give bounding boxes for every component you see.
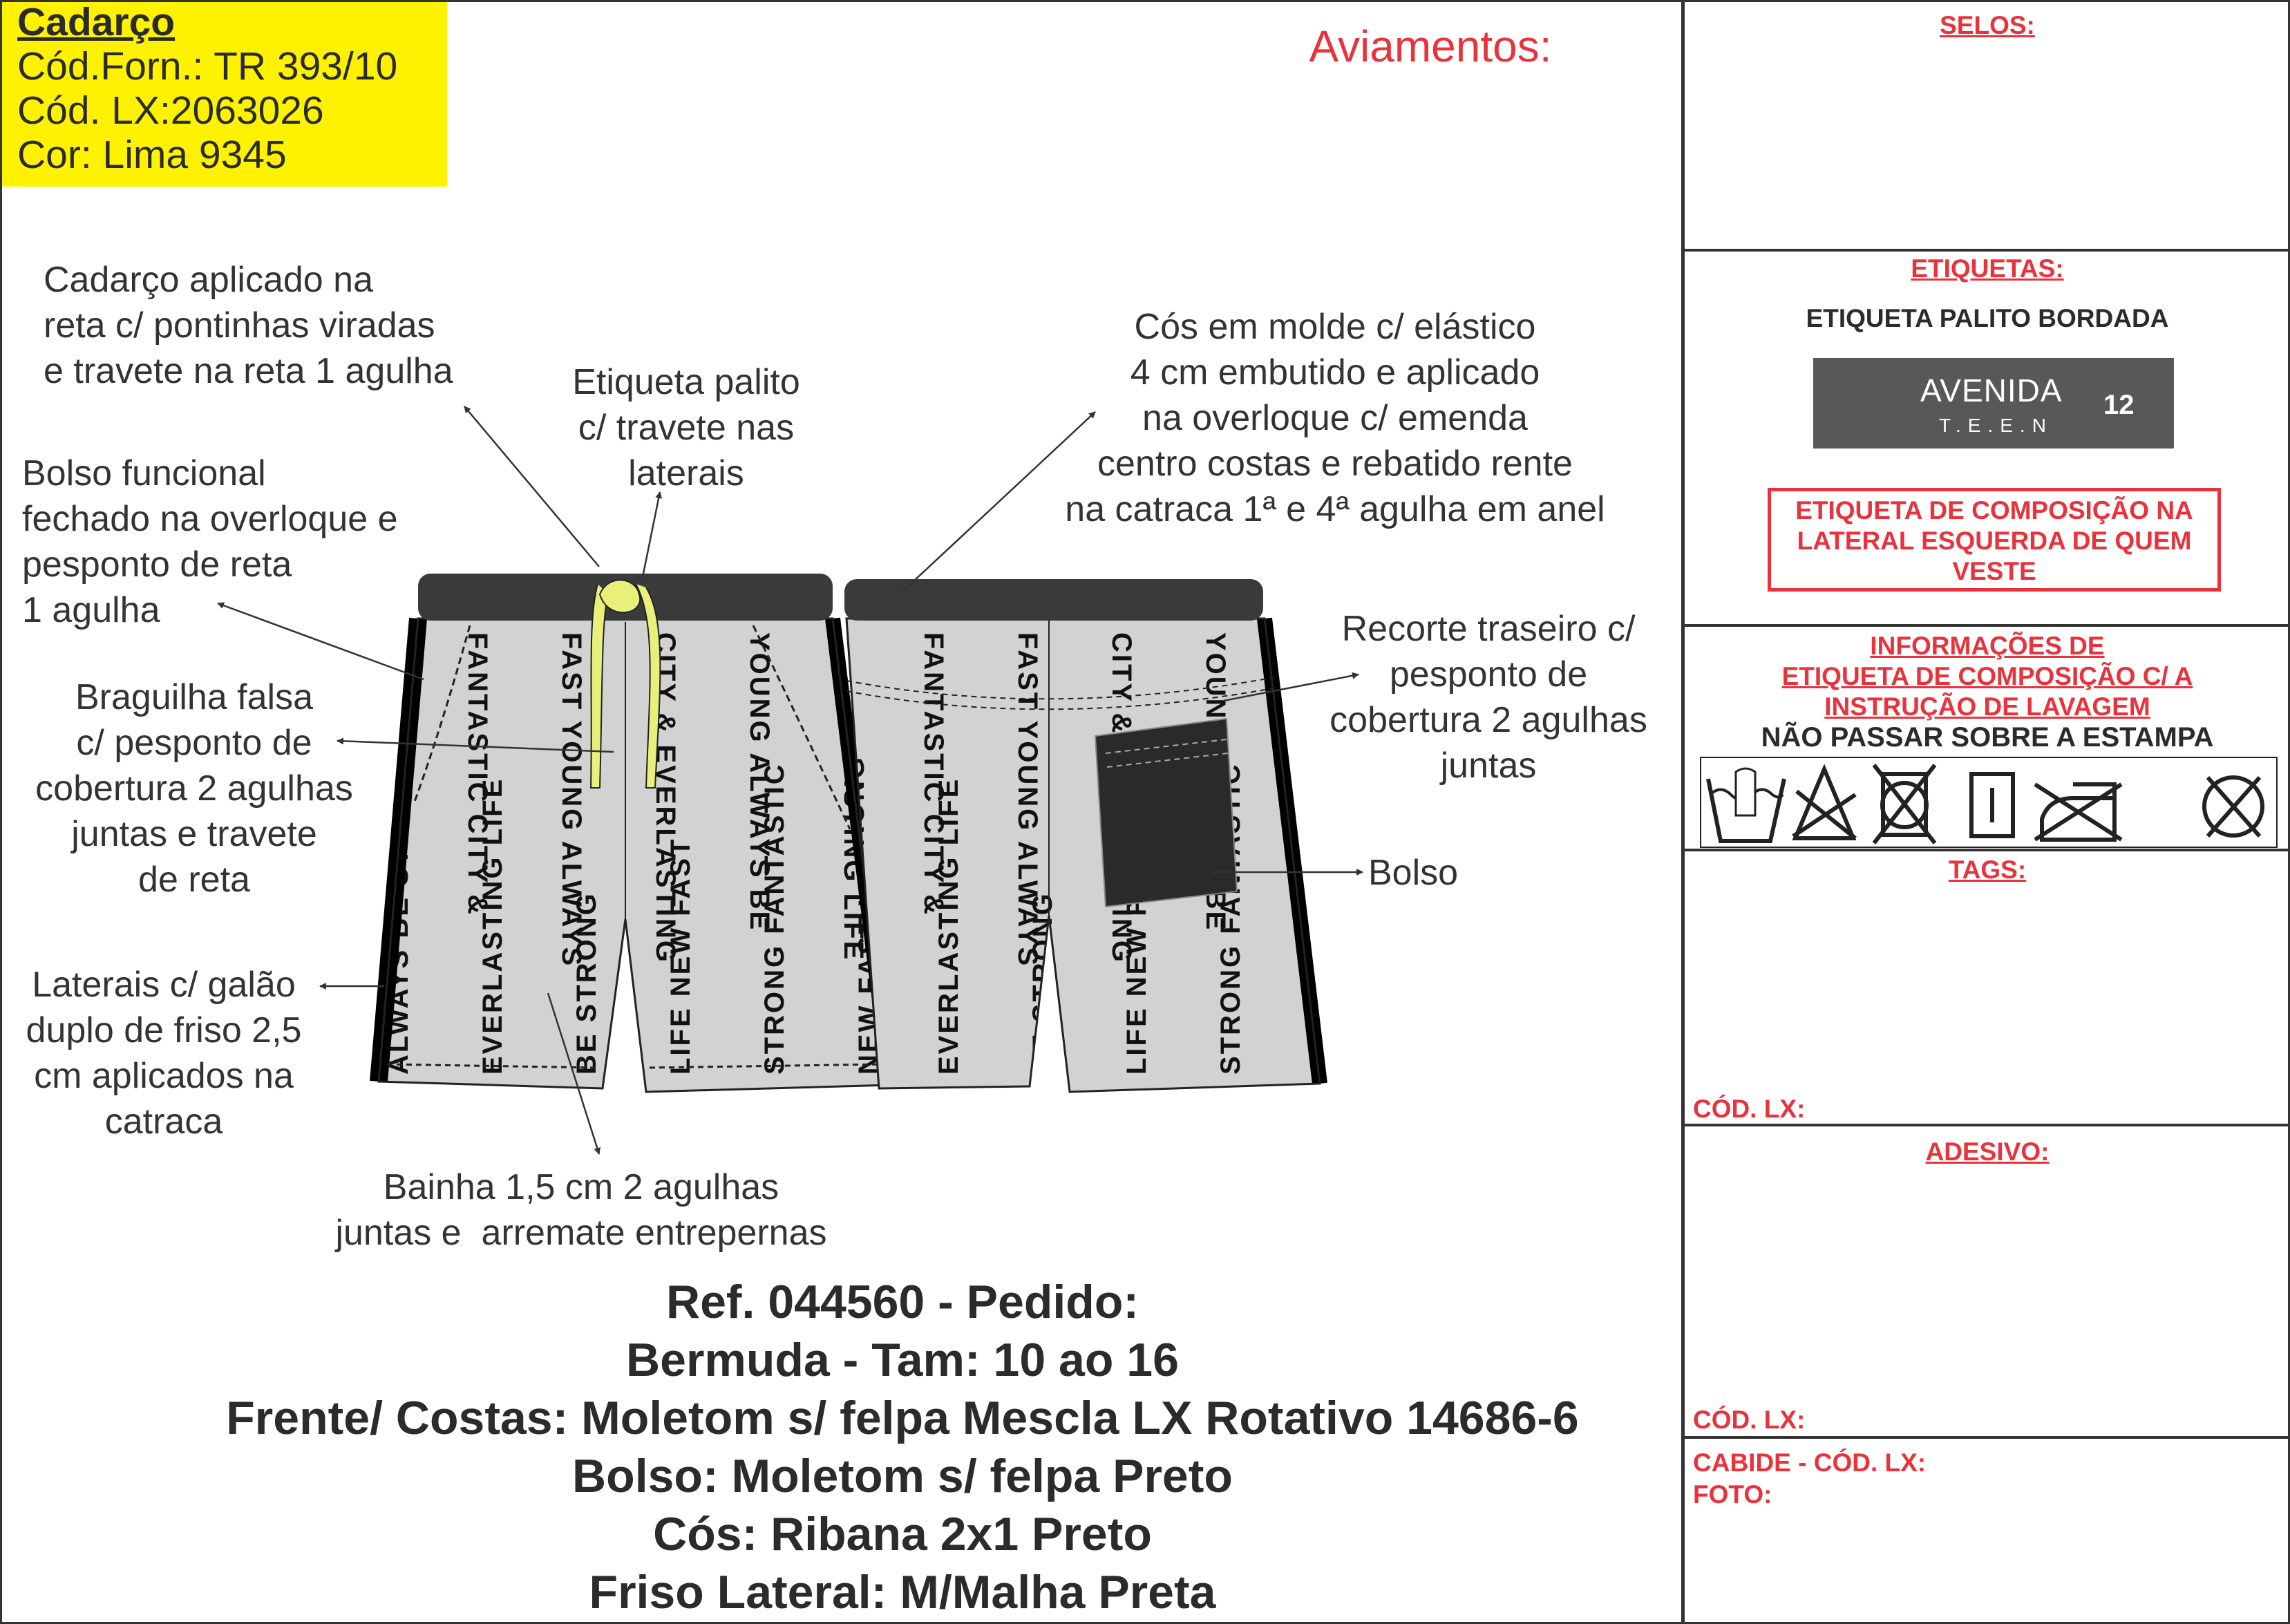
spec-block: Ref. 044560 - Pedido: Bermuda - Tam: 10 … [226,1273,1578,1621]
callout-arrows [217,406,1363,1155]
no-tumble-dry-icon [1872,764,1937,844]
print-text: FAST YOUNG ALWAYS [1012,632,1043,967]
arrow [902,411,1096,592]
spec-ref: Ref. 044560 - Pedido: [665,1276,1139,1328]
brand-size: 12 [2103,390,2135,420]
brand-label: AVENIDA T.E.E.N 12 [1813,358,2174,449]
aviamento-line: Cor: Lima 9345 [17,133,287,177]
drawstring [589,583,661,789]
info-section: INFORMAÇÕES DE ETIQUETA DE COMPOSIÇÃO C/… [1685,627,2290,851]
back-waistband [844,579,1263,621]
aviamento-line: Cód. LX:2063026 [17,88,324,133]
cabide-cod-lx: CABIDE - CÓD. LX: [1693,1448,1927,1477]
adesivo-cod-lx: CÓD. LX: [1693,1406,1806,1434]
arrow [641,491,663,578]
print-text: EVERLASTING LIFE [934,777,964,1075]
note-etiqueta-palito: Etiqueta palito c/ travete nas laterais [572,362,800,493]
info-line: INFORMAÇÕES DE [1870,632,2105,660]
tags-section: TAGS: CÓD. LX: [1685,851,2290,1126]
selos-section: SELOS: [1685,0,2290,252]
aviamentos-title: Aviamentos: [1309,21,1552,71]
etiqueta-type: ETIQUETA PALITO BORDADA [1806,304,2169,332]
note-cos: Cós em molde c/ elástico 4 cm embutido e… [1065,307,1605,529]
arrow [217,602,424,681]
tags-heading: TAGS: [1948,856,2027,884]
print-text: EVERLASTING LIFE [477,777,508,1075]
composicao-aviso: ETIQUETA DE COMPOSIÇÃO NA LATERAL ESQUER… [1768,488,2221,592]
print-text: BE STRONG [1028,891,1058,1075]
spec-pocket: Bolso: Moletom s/ felpa Preto [572,1450,1233,1502]
print-text: LIFE NEW FAST [665,838,696,1075]
print-text: FANTASTIC CITY & [462,632,493,916]
print-text: STRONG FANTASTIC [759,762,790,1075]
no-iron-icon [2034,782,2123,842]
brand-sub: T.E.E.N [1939,415,2053,436]
note-braguilha: Braguilha falsa c/ pesponto de cobertura… [35,677,353,900]
aviamentos-box: Cadarço Cód.Forn.: TR 393/10 Cód. LX:206… [0,0,447,187]
note-recorte: Recorte traseiro c/ pesponto de cobertur… [1329,609,1647,786]
arrow [337,737,614,753]
print-text: YOUNG ALWAYS BE [744,632,775,932]
adesivo-section: ADESIVO: CÓD. LX: [1685,1126,2290,1439]
info-line: INSTRUÇÃO DE LAVAGEM [1824,692,2150,721]
note-bolso-funcional: Bolso funcional fechado na overloque e p… [22,453,398,630]
no-bleach-icon [1792,764,1857,840]
spec-fabric: Frente/ Costas: Moletom s/ felpa Mescla … [226,1392,1579,1444]
note-bainha: Bainha 1,5 cm 2 agulhas juntas e arremat… [335,1167,827,1253]
spec-side-stripe: Friso Lateral: M/Malha Preta [589,1566,1216,1618]
etiquetas-section: ETIQUETAS: ETIQUETA PALITO BORDADA AVENI… [1685,252,2290,627]
arrow [464,406,600,567]
print-text: FANTASTIC CITY & [918,632,949,916]
print-text: FAST YOUNG ALWAYS [556,632,587,967]
nao-passar-text: NÃO PASSAR SOBRE A ESTAMPA [1761,722,2214,753]
back-pocket [1094,717,1238,908]
aviamento-line: Cód.Forn.: TR 393/10 [17,44,398,88]
no-dry-clean-icon [2202,775,2264,838]
foto-label: FOTO: [1693,1480,1772,1509]
info-line: ETIQUETA DE COMPOSIÇÃO C/ A [1781,662,2193,690]
adesivo-heading: ADESIVO: [1925,1137,2050,1166]
arrow [547,992,601,1155]
line-dry-icon [1969,772,2015,838]
note-cadarco: Cadarço aplicado na reta c/ pontinhas vi… [44,260,453,391]
right-panel: SELOS: ETIQUETAS: ETIQUETA PALITO BORDAD… [1681,0,2290,1624]
etiquetas-heading: ETIQUETAS: [1911,254,2064,283]
selos-heading: SELOS: [1940,11,2035,39]
print-text: BE STRONG [571,891,602,1075]
cabide-section: CABIDE - CÓD. LX: FOTO: [1685,1439,2290,1624]
care-icons [1700,757,2278,848]
aviamento-item-title: Cadarço [17,0,176,44]
note-bolso: Bolso [1368,853,1459,893]
spec-product: Bermuda - Tam: 10 ao 16 [626,1334,1179,1386]
note-laterais: Laterais c/ galão duplo de friso 2,5 cm … [26,965,302,1142]
hand-wash-icon [1706,767,1786,843]
arrow [1223,672,1359,702]
brand-name: AVENIDA [1920,372,2063,408]
tags-cod-lx: CÓD. LX: [1693,1095,1806,1123]
spec-waistband: Cós: Ribana 2x1 Preto [653,1508,1152,1560]
